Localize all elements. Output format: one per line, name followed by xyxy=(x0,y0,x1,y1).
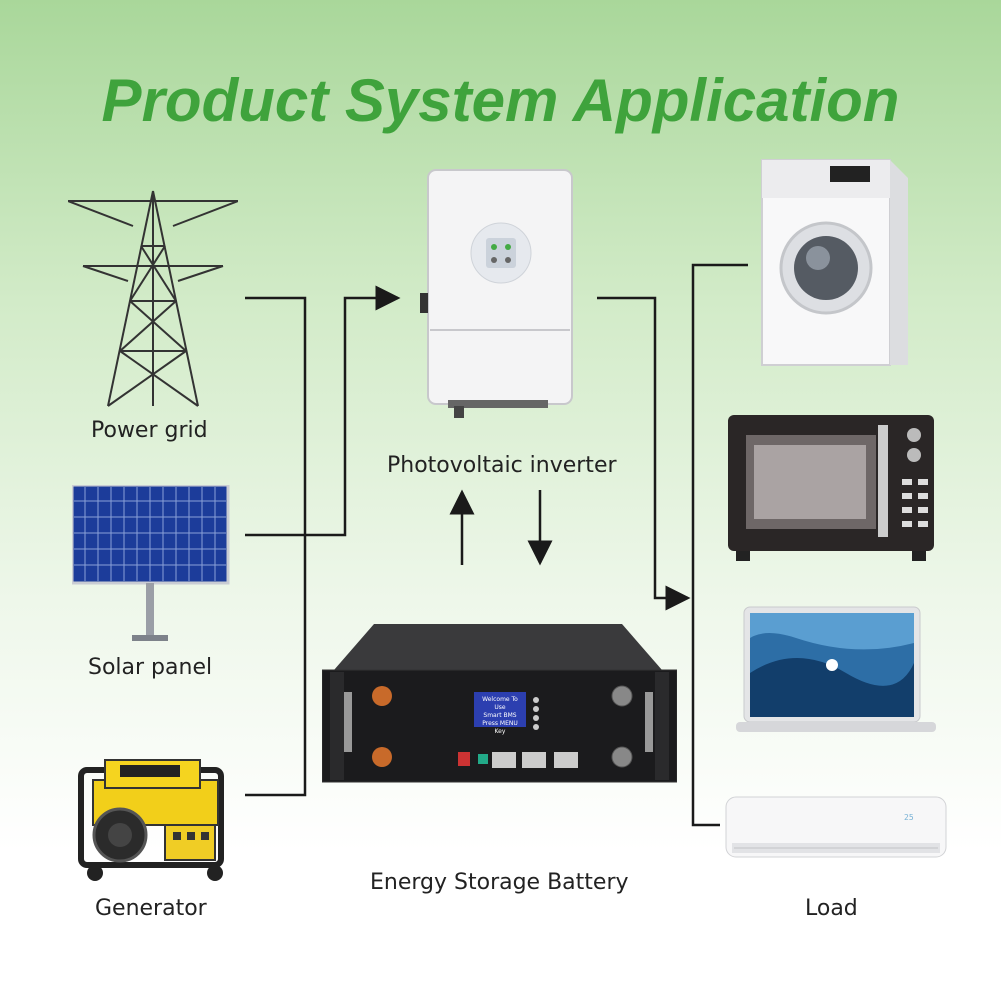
generator-icon xyxy=(78,759,224,881)
generator-label: Generator xyxy=(95,896,207,921)
inverter-to-load-line xyxy=(597,296,691,611)
load-bus-line xyxy=(691,263,748,827)
battery-screen-line3: Press MENU Key xyxy=(482,720,518,735)
washing-machine-icon xyxy=(761,159,908,366)
laptop-icon xyxy=(736,606,936,732)
grid-line xyxy=(245,296,307,797)
bus-to-inverter-line xyxy=(305,285,401,537)
solar-panel-label: Solar panel xyxy=(88,655,213,680)
load-label: Load xyxy=(805,896,858,921)
battery-icon xyxy=(322,624,677,783)
inverter-icon xyxy=(420,169,573,418)
inverter-label: Photovoltaic inverter xyxy=(387,453,617,478)
battery-screen: Welcome To Use Smart BMS Press MENU Key xyxy=(476,696,524,736)
microwave-icon xyxy=(728,415,934,561)
power-grid-icon xyxy=(68,190,238,407)
air-conditioner-icon xyxy=(725,796,947,858)
ac-display: 25 xyxy=(904,813,914,822)
solar-panel-icon xyxy=(72,485,230,641)
battery-screen-line2: Smart BMS xyxy=(483,712,517,719)
page-title: Product System Application xyxy=(101,67,900,134)
battery-label: Energy Storage Battery xyxy=(370,870,629,895)
battery-screen-line1: Welcome To Use xyxy=(482,696,518,711)
power-grid-label: Power grid xyxy=(91,418,208,443)
